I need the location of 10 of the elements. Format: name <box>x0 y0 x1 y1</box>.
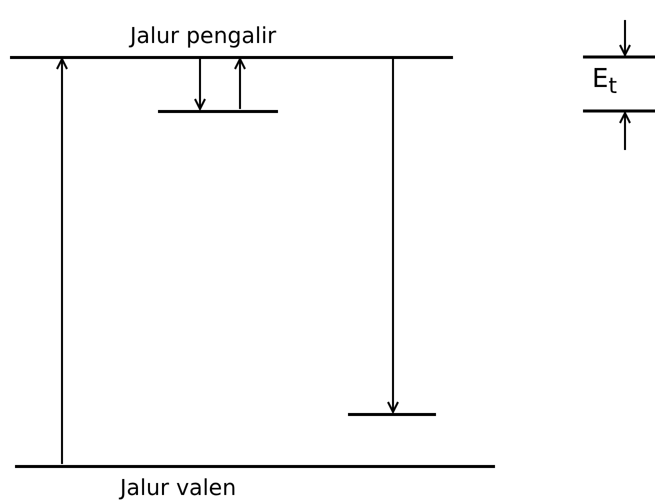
transition-arrow <box>234 58 246 109</box>
transition-arrow <box>387 59 399 413</box>
energy-level <box>348 413 436 416</box>
band-label: Jalur valen <box>120 478 236 500</box>
transition-arrow <box>56 58 68 464</box>
energy-gap-label: E$_{t}$ <box>592 66 617 98</box>
energy-level <box>158 110 278 113</box>
transition-arrow <box>194 59 206 110</box>
energy-band <box>15 465 495 499</box>
band-label: Jalur pengalir <box>130 26 276 48</box>
